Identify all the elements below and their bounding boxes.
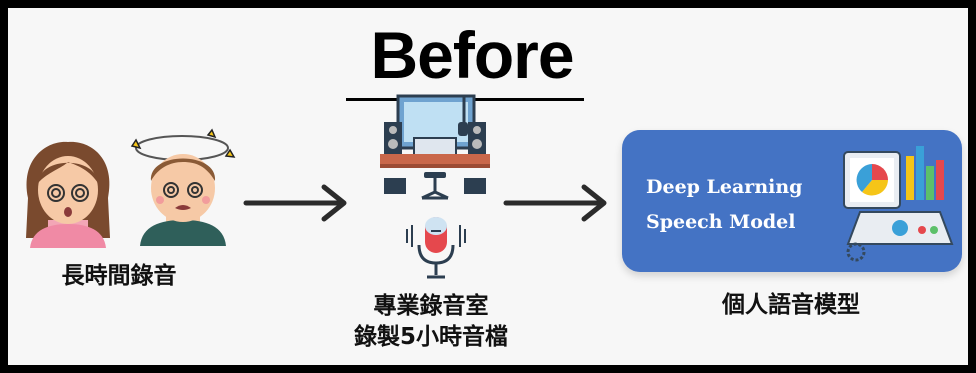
caption-studio: 專業錄音室 錄製5小時音檔 xyxy=(326,291,536,353)
data-analytics-icon xyxy=(843,146,954,262)
arrow-right-icon xyxy=(243,184,347,222)
dizzy-boy-icon xyxy=(130,128,236,246)
arrow-right-icon xyxy=(503,184,607,222)
caption-personal-voice-model: 個人語音模型 xyxy=(722,292,860,318)
model-box-line2: Speech Model xyxy=(646,211,796,233)
diagram-canvas: Before 長時間錄音 xyxy=(8,8,968,365)
caption-studio-line1: 專業錄音室 xyxy=(373,293,489,319)
tired-girl-icon xyxy=(26,141,110,248)
caption-long-recording: 長時間錄音 xyxy=(61,263,177,289)
model-box-line1: Deep Learning xyxy=(646,176,803,198)
page-title: Before xyxy=(370,18,574,92)
recording-studio-icon xyxy=(380,94,490,200)
microphone-icon xyxy=(406,217,466,279)
caption-studio-line2: 錄製5小時音檔 xyxy=(353,324,508,350)
speech-model-box: Deep Learning Speech Model xyxy=(622,130,962,272)
